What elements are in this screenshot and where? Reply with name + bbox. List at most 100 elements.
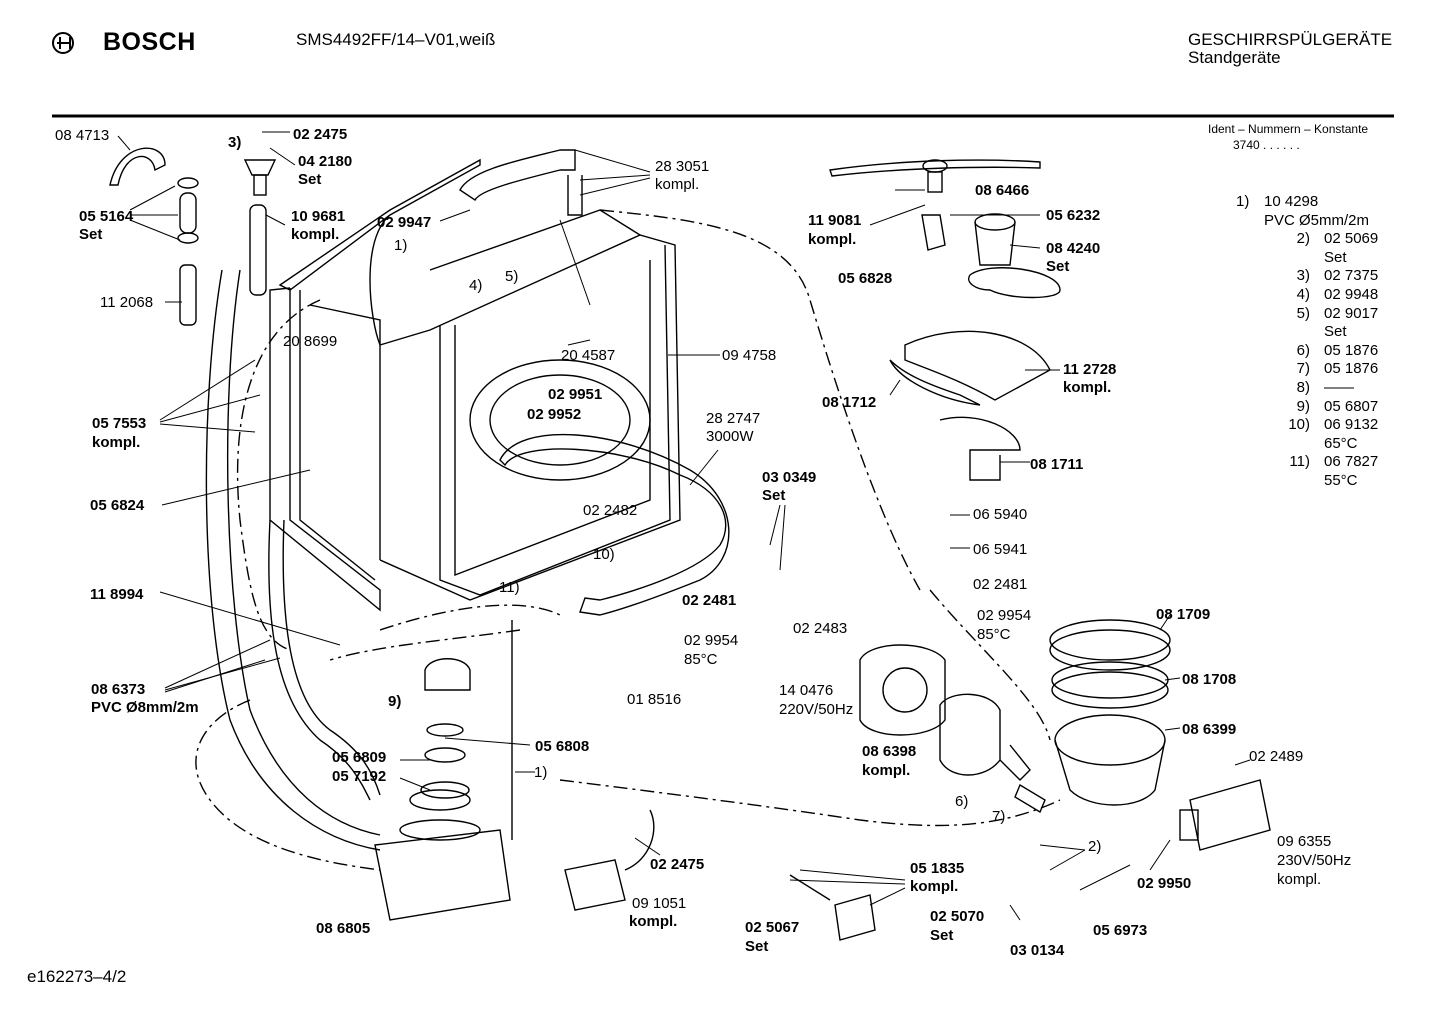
part-label: 6) (955, 793, 969, 810)
water-softener (374, 829, 511, 921)
part-label: Set (762, 487, 786, 504)
part-label: 20 8699 (283, 333, 338, 350)
sump-ring-top (1049, 619, 1171, 661)
part-label: 08 6466 (975, 182, 1030, 199)
drain-pump (564, 859, 626, 911)
part-label: 02 9951 (548, 386, 603, 403)
bosch-logo-icon (52, 32, 74, 54)
part-label: 05 7192 (332, 768, 387, 785)
part-label: 05 6824 (90, 497, 145, 514)
part-label: 3) (228, 134, 242, 151)
part-label: 05 7553 (92, 415, 147, 432)
legend-text: 06 7827 (1324, 453, 1379, 471)
part-label: 5) (505, 268, 519, 285)
part-label: 09 6355 (1277, 833, 1332, 850)
part-label: 02 9954 (977, 607, 1032, 624)
long-hose (205, 269, 381, 851)
part-label: 2) (1088, 838, 1102, 855)
part-label: 08 4240 (1046, 240, 1101, 257)
part-label: 06 5940 (973, 506, 1028, 523)
inlet-pipe (249, 204, 267, 296)
part-label: kompl. (1277, 871, 1322, 888)
part-label: kompl. (808, 231, 857, 248)
part-label: Set (1046, 258, 1070, 275)
part-label: 230V/50Hz (1277, 852, 1352, 869)
part-label: 08 1712 (822, 394, 877, 411)
part-label: 10) (593, 546, 615, 563)
category-subtitle: Standgeräte (1188, 48, 1281, 67)
part-label: 09 4758 (722, 347, 777, 364)
upper-pipe (459, 149, 576, 202)
heater-element (499, 433, 730, 616)
part-label: 10 9681 (291, 208, 346, 225)
part-label: 02 2475 (650, 856, 705, 873)
part-label: kompl. (629, 913, 678, 930)
legend-num: 11) (1289, 453, 1310, 471)
legend-num: 9) (1296, 397, 1310, 415)
part-label: Set (930, 927, 954, 944)
part-label: 11 2728 (1063, 361, 1117, 378)
part-label: Set (298, 171, 322, 188)
legend-text: 02 9948 (1324, 285, 1379, 303)
part-label: 08 1708 (1182, 671, 1237, 688)
part-label: 28 3051 (655, 158, 710, 175)
part-label: 28 2747 (706, 410, 761, 427)
part-label: 08 6373 (91, 681, 146, 698)
part-label: 02 2482 (583, 502, 638, 519)
part-label: 02 2475 (293, 126, 348, 143)
part-label: kompl. (910, 878, 959, 895)
legend-text: 05 1876 (1324, 341, 1379, 359)
legend-text: —— (1324, 378, 1354, 396)
part-label: 08 4713 (55, 127, 110, 144)
part-label: 08 6399 (1182, 721, 1237, 738)
part-label: 11 8994 (90, 586, 144, 603)
part-label: 08 6398 (862, 743, 917, 760)
part-label: 4) (469, 277, 483, 294)
legend-num: 4) (1296, 285, 1310, 303)
part-label: 05 6809 (332, 749, 387, 766)
legend-text: 06 9132 (1324, 416, 1379, 434)
part-label: 08 6805 (316, 920, 371, 937)
legend-num: 2) (1296, 230, 1310, 248)
part-label: kompl. (291, 226, 340, 243)
part-label: 02 9954 (684, 632, 739, 649)
legend-num: 3) (1296, 267, 1310, 285)
part-label: 02 9947 (377, 214, 432, 231)
part-label: 08 1709 (1156, 606, 1211, 623)
legend-text: Set (1324, 248, 1347, 266)
legend-text: Set (1324, 323, 1347, 341)
part-label: kompl. (862, 762, 911, 779)
legend-text: 02 7375 (1324, 267, 1379, 285)
legend-text: 10 4298 (1264, 193, 1319, 210)
legend-text: 02 5069 (1324, 230, 1379, 248)
part-label: 02 5067 (745, 919, 800, 936)
base-outline (195, 209, 1061, 871)
part-label: kompl. (1063, 379, 1112, 396)
part-label: 14 0476 (779, 682, 834, 699)
part-label: 11 9081 (808, 212, 862, 229)
part-label: 02 2481 (973, 576, 1028, 593)
part-label: 85°C (977, 626, 1011, 643)
part-label: 85°C (684, 651, 718, 668)
part-label: 9) (388, 693, 402, 710)
part-label: 05 1835 (910, 860, 965, 877)
part-label: 02 2483 (793, 620, 848, 637)
spray-arm (829, 159, 1041, 177)
tub-drawing (269, 158, 681, 612)
part-label: 06 5941 (973, 541, 1028, 558)
part-label: 02 2481 (682, 592, 737, 609)
part-label: Set (79, 226, 103, 243)
legend-text: 05 6807 (1324, 397, 1379, 415)
legend-text: 05 1876 (1324, 360, 1379, 378)
drain-pipe-part (179, 264, 197, 326)
part-label: 05 6973 (1093, 922, 1148, 939)
part-label: PVC Ø8mm/2m (91, 699, 199, 716)
legend: 1)10 4298 PVC Ø5mm/2m 2)02 5069 Set 3)02… (1236, 193, 1378, 491)
legend-num: 1) (1236, 193, 1250, 210)
part-label: 05 6808 (535, 738, 590, 755)
inlet-valve (1189, 779, 1271, 851)
part-label: 01 8516 (627, 691, 682, 708)
part-label: 02 5070 (930, 908, 985, 925)
legend-num: 7) (1296, 360, 1310, 378)
part-label: Set (745, 938, 769, 955)
